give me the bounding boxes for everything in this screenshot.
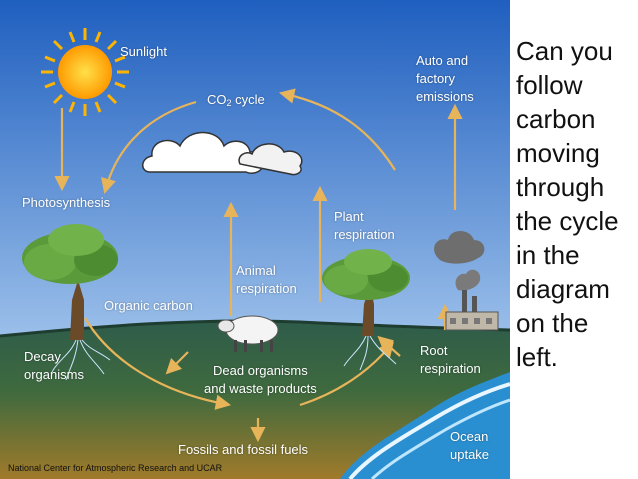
tree-icon [322, 249, 410, 371]
decay-organisms-label: Decay organisms [24, 349, 84, 382]
side-text-line: the cycle [516, 206, 619, 236]
side-text-line: in the [516, 240, 580, 270]
side-text-line: moving [516, 138, 600, 168]
cloud-icon [142, 131, 303, 176]
sun-icon [41, 28, 129, 116]
credit-caption: National Center for Atmospheric Research… [8, 463, 223, 473]
photosynthesis-label: Photosynthesis [22, 195, 111, 210]
cycle-arrows [54, 88, 463, 443]
side-text-line: on the [516, 308, 589, 338]
plant-respiration-label: Plant respiration [334, 209, 395, 242]
side-question-text: Can you follow carbon moving through the… [516, 34, 636, 374]
ocean-uptake-label: Ocean uptake [450, 429, 490, 462]
auto-factory-emissions-label: Auto and factory emissions [416, 53, 474, 104]
animal-respiration-label: Animal respiration [236, 263, 297, 296]
side-text-line: carbon [516, 104, 596, 134]
diagram-canvas [0, 0, 510, 479]
ocean-icon [340, 372, 510, 479]
tree-icon [22, 224, 118, 381]
side-text-line: left. [516, 342, 558, 372]
root-respiration-label: Root respiration [420, 343, 481, 376]
side-text-line: diagram [516, 274, 610, 304]
side-text-line: Can you [516, 36, 613, 66]
ground-background [0, 320, 510, 479]
dead-organisms-label: Dead organisms and waste products [204, 363, 317, 396]
side-text-line: follow [516, 70, 583, 100]
co2-cycle-label: CO2 cycle [207, 92, 265, 108]
factory-icon [434, 231, 499, 331]
sunlight-label: Sunlight [120, 44, 167, 59]
fossils-label: Fossils and fossil fuels [178, 442, 309, 457]
side-text-line: through [516, 172, 605, 202]
organic-carbon-label: Organic carbon [104, 298, 193, 313]
carbon-cycle-diagram: Sunlight CO2 cycle Auto and factory emis… [0, 0, 510, 479]
sheep-icon [217, 315, 279, 352]
